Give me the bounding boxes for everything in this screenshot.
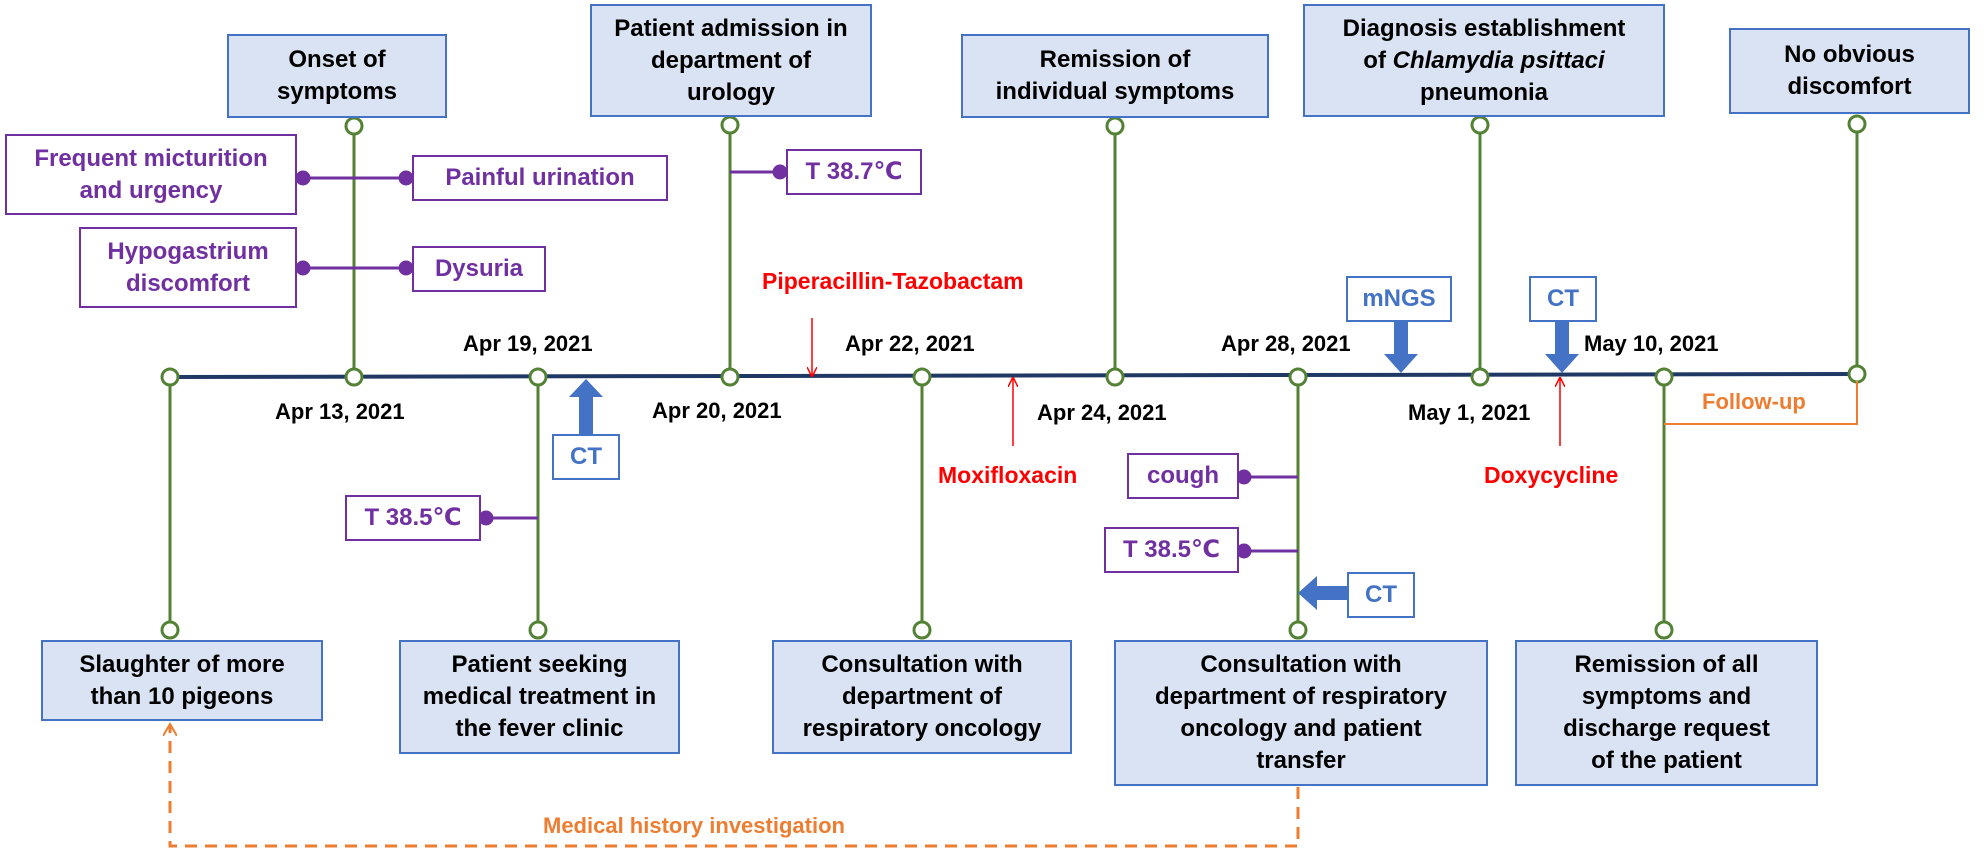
connector-dot bbox=[295, 170, 311, 186]
event-fever-clinic: Patient seeking medical treatment in the… bbox=[399, 640, 680, 754]
diagnosis-of: of bbox=[1363, 46, 1386, 74]
node-circle bbox=[1105, 367, 1125, 387]
diagnosis-line3: pneumonia bbox=[1419, 78, 1548, 106]
diagnosis-pathogen: Chlamydia psittaci bbox=[1392, 46, 1605, 74]
symptom-painful-urination: Painful urination bbox=[412, 155, 668, 201]
connector-dot bbox=[478, 510, 494, 526]
timeline-axis bbox=[169, 372, 1858, 379]
node-circle bbox=[528, 367, 548, 387]
ct-apr19-arrow-icon bbox=[569, 379, 603, 434]
connector-dot bbox=[295, 260, 311, 276]
event-remission-individual: Remission of individual symptoms bbox=[961, 34, 1269, 118]
date-apr20: Apr 20, 2021 bbox=[652, 398, 782, 423]
date-apr13: Apr 13, 2021 bbox=[275, 399, 405, 424]
node-circle bbox=[1470, 115, 1490, 135]
history-dashed-path bbox=[170, 724, 1300, 848]
node-circle bbox=[912, 620, 932, 640]
medical-history-label: Medical history investigation bbox=[543, 813, 845, 838]
node-circles bbox=[160, 114, 1867, 640]
exam-ct-apr19: CT bbox=[552, 434, 620, 480]
exam-mngs: mNGS bbox=[1346, 276, 1452, 322]
node-circle bbox=[1288, 367, 1308, 387]
drug-doxycycline: Doxycycline bbox=[1484, 462, 1619, 488]
connector-dot bbox=[398, 170, 414, 186]
date-may10: May 10, 2021 bbox=[1584, 331, 1719, 356]
symptom-dysuria: Dysuria bbox=[412, 246, 546, 292]
event-remission-all: Remission of all symptoms and discharge … bbox=[1515, 640, 1818, 786]
symptom-temp-apr20: T 38.7℃ bbox=[786, 149, 922, 195]
node-circle bbox=[1847, 364, 1867, 384]
date-may1: May 1, 2021 bbox=[1408, 400, 1531, 425]
ct-apr28-arrow-icon bbox=[1298, 576, 1347, 610]
date-apr19: Apr 19, 2021 bbox=[463, 331, 593, 356]
node-circle bbox=[1105, 116, 1125, 136]
connector-dot bbox=[1236, 543, 1252, 559]
exam-ct-apr28: CT bbox=[1347, 572, 1415, 618]
diagnosis-line1: Diagnosis establishment bbox=[1342, 14, 1626, 42]
symptom-connectors bbox=[295, 164, 1298, 559]
node-circle bbox=[160, 367, 180, 387]
node-circle bbox=[1470, 367, 1490, 387]
event-patient-admission: Patient admission in department of urolo… bbox=[590, 4, 872, 117]
event-no-obvious-discomfort: No obvious discomfort bbox=[1729, 28, 1970, 114]
symptom-frequent-micturition: Frequent micturition and urgency bbox=[5, 134, 297, 215]
date-apr24: Apr 24, 2021 bbox=[1037, 400, 1167, 425]
exam-ct-may1: CT bbox=[1529, 276, 1597, 322]
symptom-cough: cough bbox=[1127, 453, 1239, 499]
node-circle bbox=[720, 367, 740, 387]
node-circle bbox=[528, 620, 548, 640]
node-circle bbox=[720, 115, 740, 135]
drug-piperacillin-tazobactam: Piperacillin-Tazobactam bbox=[762, 268, 1024, 294]
connector-dot bbox=[398, 260, 414, 276]
follow-up-label: Follow-up bbox=[1702, 389, 1806, 414]
drug-moxifloxacin: Moxifloxacin bbox=[938, 462, 1078, 488]
node-circle bbox=[1288, 620, 1308, 640]
event-consult-transfer: Consultation with department of respirat… bbox=[1114, 640, 1488, 786]
stems bbox=[168, 124, 1859, 630]
mngs-arrow-icon bbox=[1384, 322, 1418, 373]
node-circle bbox=[1847, 114, 1867, 134]
connector-dot bbox=[1236, 469, 1252, 485]
follow-up-bracket bbox=[1664, 381, 1858, 425]
node-circle bbox=[1654, 367, 1674, 387]
node-circle bbox=[1654, 620, 1674, 640]
event-onset-of-symptoms: Onset of symptoms bbox=[227, 34, 447, 118]
event-slaughter-pigeons: Slaughter of more than 10 pigeons bbox=[41, 640, 323, 721]
node-circle bbox=[912, 367, 932, 387]
node-circle bbox=[344, 367, 364, 387]
date-apr22: Apr 22, 2021 bbox=[845, 331, 975, 356]
node-circle bbox=[344, 116, 364, 136]
ct-may1-arrow-icon bbox=[1545, 322, 1579, 373]
symptom-temp-apr28: T 38.5℃ bbox=[1104, 527, 1239, 573]
connector-dot bbox=[772, 164, 788, 180]
symptom-hypogastrium: Hypogastrium discomfort bbox=[79, 227, 297, 308]
event-diagnosis: Diagnosis establishment of Chlamydia psi… bbox=[1303, 4, 1665, 117]
event-consult-respiratory: Consultation with department of respirat… bbox=[772, 640, 1072, 754]
date-apr28: Apr 28, 2021 bbox=[1221, 331, 1351, 356]
symptom-temp-apr19: T 38.5℃ bbox=[345, 495, 481, 541]
node-circle bbox=[160, 620, 180, 640]
